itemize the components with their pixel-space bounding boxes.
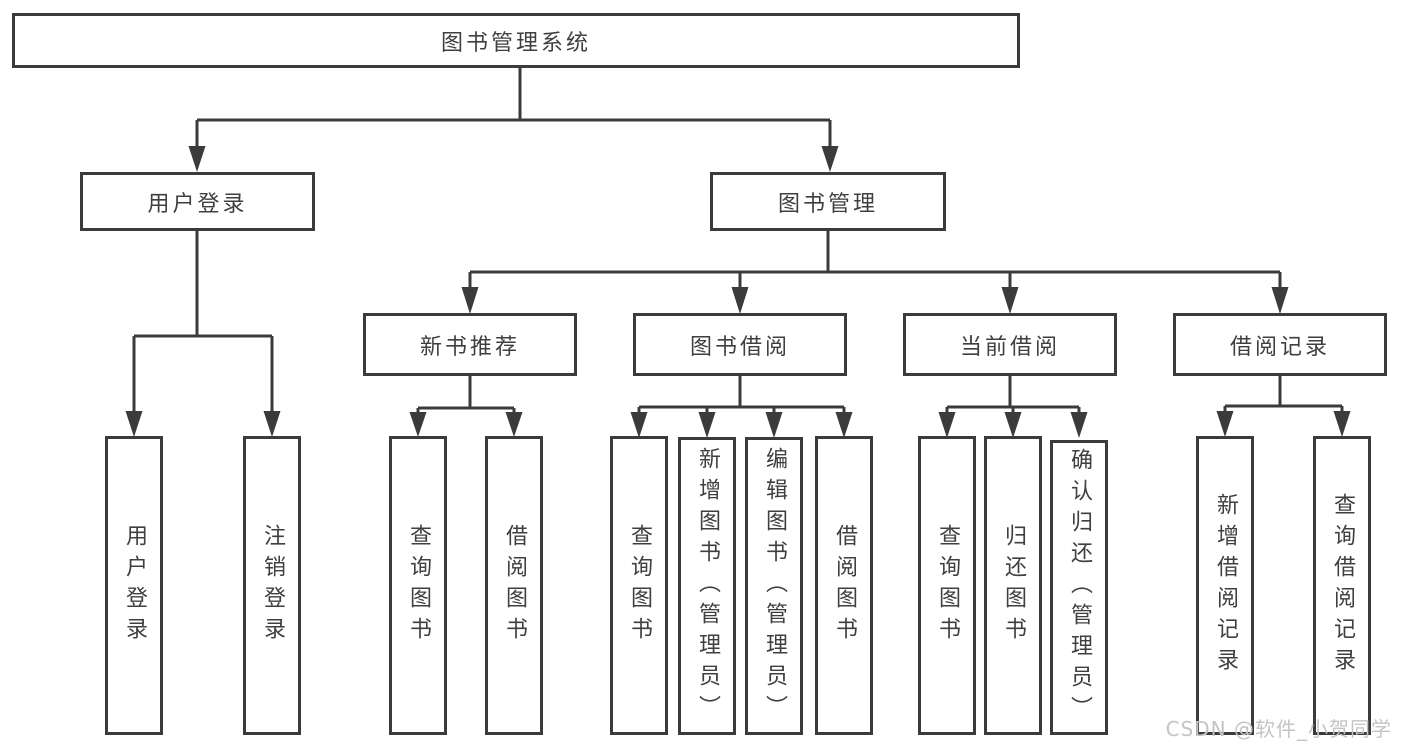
- arrow-down-icon: [938, 412, 956, 438]
- arrow-down-icon: [125, 411, 143, 437]
- node-current-borrowing: 当前借阅: [903, 313, 1117, 376]
- node-borrowing-records: 借阅记录: [1173, 313, 1387, 376]
- arrow-down-icon: [765, 412, 783, 438]
- arrow-down-icon: [1333, 411, 1351, 437]
- csdn-watermark: CSDN @软件_小贺同学: [1165, 717, 1392, 741]
- arrow-down-icon: [505, 412, 523, 437]
- connector-line: [132, 229, 274, 412]
- leaf-user-login: 用户登录: [105, 436, 163, 735]
- connector-line: [637, 374, 846, 413]
- connector-line: [1223, 374, 1344, 412]
- arrow-down-icon: [821, 146, 839, 172]
- node-book-borrowing: 图书借阅: [633, 313, 847, 376]
- leaf-query-borrow-record: 查询借阅记录: [1313, 436, 1371, 735]
- connector-line: [416, 374, 516, 413]
- arrow-down-icon: [1070, 412, 1088, 438]
- leaf-borrow-books-recommend: 借阅图书: [485, 436, 543, 735]
- node-user-login: 用户登录: [80, 172, 315, 231]
- connector-line: [468, 229, 1282, 288]
- node-new-book-recommendation: 新书推荐: [363, 313, 577, 376]
- node-library-system: 图书管理系统: [12, 13, 1020, 68]
- arrow-down-icon: [630, 412, 648, 438]
- arrow-down-icon: [409, 412, 427, 437]
- leaf-query-books-recommend: 查询图书: [389, 436, 447, 735]
- arrow-down-icon: [461, 287, 479, 314]
- connector-line: [945, 374, 1081, 413]
- connector-line: [195, 68, 832, 147]
- arrow-down-icon: [1216, 411, 1234, 437]
- arrow-down-icon: [188, 146, 206, 172]
- arrow-down-icon: [1001, 287, 1019, 314]
- leaf-add-borrow-record: 新增借阅记录: [1196, 436, 1254, 735]
- arrow-down-icon: [1271, 287, 1289, 314]
- arrow-down-icon: [698, 412, 716, 438]
- arrow-down-icon: [263, 411, 281, 437]
- leaf-borrow-books-borrowing: 借阅图书: [815, 436, 873, 735]
- arrow-down-icon: [731, 287, 749, 314]
- leaf-return-books: 归还图书: [984, 436, 1042, 735]
- leaf-edit-book-admin: 编辑图书（管理员）: [745, 437, 803, 735]
- arrow-down-icon: [1004, 412, 1022, 438]
- leaf-confirm-return-admin: 确认归还（管理员）: [1050, 440, 1108, 735]
- arrow-down-icon: [835, 412, 853, 438]
- node-book-management: 图书管理: [710, 172, 946, 231]
- leaf-add-book-admin: 新增图书（管理员）: [678, 437, 736, 735]
- leaf-query-books-borrowing: 查询图书: [610, 436, 668, 735]
- leaf-logout-login: 注销登录: [243, 436, 301, 735]
- leaf-query-books-current: 查询图书: [918, 436, 976, 735]
